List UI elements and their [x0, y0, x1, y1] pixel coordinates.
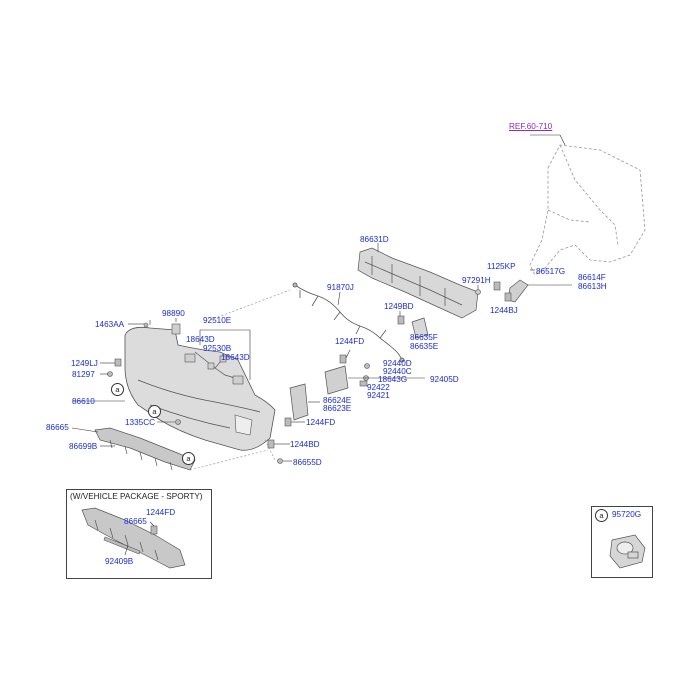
beam-bracket: [411, 317, 429, 339]
part-1249bd[interactable]: 1249BD: [384, 302, 414, 311]
part-86610[interactable]: 86610: [72, 397, 95, 406]
clip-1463aa: [143, 322, 149, 328]
part-92440c[interactable]: 92440C: [383, 367, 412, 376]
part-81297[interactable]: 81297: [72, 370, 95, 379]
sensor-inset-box: [591, 506, 653, 578]
clip-81297: [107, 371, 113, 377]
part-1335cc[interactable]: 1335CC: [125, 418, 156, 427]
part-86665-b[interactable]: 86665: [124, 517, 147, 526]
bolt-1244fd-a: [339, 354, 347, 364]
callout-a-3: a: [182, 452, 195, 465]
screw-1249lj: [114, 358, 122, 367]
lamp-bracket: [324, 365, 349, 395]
part-86517g[interactable]: 86517G: [536, 267, 566, 276]
bolt-1244fd-b: [284, 417, 292, 427]
bolt-1125kp: [493, 281, 501, 291]
part-86623e[interactable]: 86623E: [323, 404, 352, 413]
bolt-1249bd: [397, 315, 405, 325]
lower-diffuser: [94, 427, 196, 471]
package-title: (W/VEHICLE PACKAGE - SPORTY): [70, 492, 203, 501]
part-1244fd-b[interactable]: 1244FD: [306, 418, 336, 427]
part-86665-a[interactable]: 86665: [46, 423, 69, 432]
clip-97291h: [475, 289, 481, 295]
part-1244bd[interactable]: 1244BD: [290, 440, 320, 449]
park-sensors: [171, 323, 244, 385]
callout-a-1: a: [111, 383, 124, 396]
part-92421[interactable]: 92421: [367, 391, 390, 400]
part-98890[interactable]: 98890: [162, 309, 185, 318]
part-18643d-b[interactable]: 18643D: [221, 353, 250, 362]
part-1244fd-c[interactable]: 1244FD: [146, 508, 176, 517]
part-86655d[interactable]: 86655D: [293, 458, 322, 467]
inset-part-label[interactable]: 95720G: [612, 510, 642, 519]
side-support-bracket: [289, 383, 309, 421]
part-97291h[interactable]: 97291H: [462, 276, 491, 285]
wiring-harness: [292, 282, 405, 363]
callout-a-2: a: [148, 405, 161, 418]
part-1249lj[interactable]: 1249LJ: [71, 359, 98, 368]
part-92530b[interactable]: 92530B: [203, 344, 232, 353]
part-86635e[interactable]: 86635E: [410, 342, 439, 351]
ref-label[interactable]: REF.60-710: [509, 122, 553, 131]
part-1244bj[interactable]: 1244BJ: [490, 306, 518, 315]
sporty-package-box: [66, 489, 212, 579]
part-86635f[interactable]: 86635F: [410, 333, 438, 342]
part-86699b[interactable]: 86699B: [69, 442, 98, 451]
callout-a-inset: a: [595, 509, 608, 522]
sporty-diffuser: [81, 507, 186, 569]
part-86624e[interactable]: 86624E: [323, 396, 352, 405]
part-1463aa[interactable]: 1463AA: [95, 320, 125, 329]
bumper-cover: [124, 326, 276, 451]
bumper-beam: [357, 247, 479, 319]
parking-sensor-inset: [609, 534, 646, 569]
part-92422[interactable]: 92422: [367, 383, 390, 392]
sporty-strip: [103, 536, 141, 555]
bolt-1244bj: [504, 292, 512, 302]
part-86614f[interactable]: 86614F: [578, 273, 606, 282]
part-92409b[interactable]: 92409B: [105, 557, 134, 566]
clip-1335cc: [175, 419, 181, 425]
part-86631d[interactable]: 86631D: [360, 235, 389, 244]
quarter-panel-outline: [529, 144, 646, 276]
clip-86655d: [277, 458, 283, 464]
part-1244fd-a[interactable]: 1244FD: [335, 337, 365, 346]
bolt-1244bd: [267, 439, 275, 449]
part-92510e[interactable]: 92510E: [203, 316, 232, 325]
part-18643g[interactable]: 18643G: [378, 375, 408, 384]
part-86613h[interactable]: 86613H: [578, 282, 607, 291]
part-18643d-a[interactable]: 18643D: [186, 335, 215, 344]
part-92440d[interactable]: 92440D: [383, 359, 412, 368]
part-1125kp[interactable]: 1125KP: [487, 262, 516, 271]
part-91870j[interactable]: 91870J: [327, 283, 354, 292]
part-92405d[interactable]: 92405D: [430, 375, 459, 384]
